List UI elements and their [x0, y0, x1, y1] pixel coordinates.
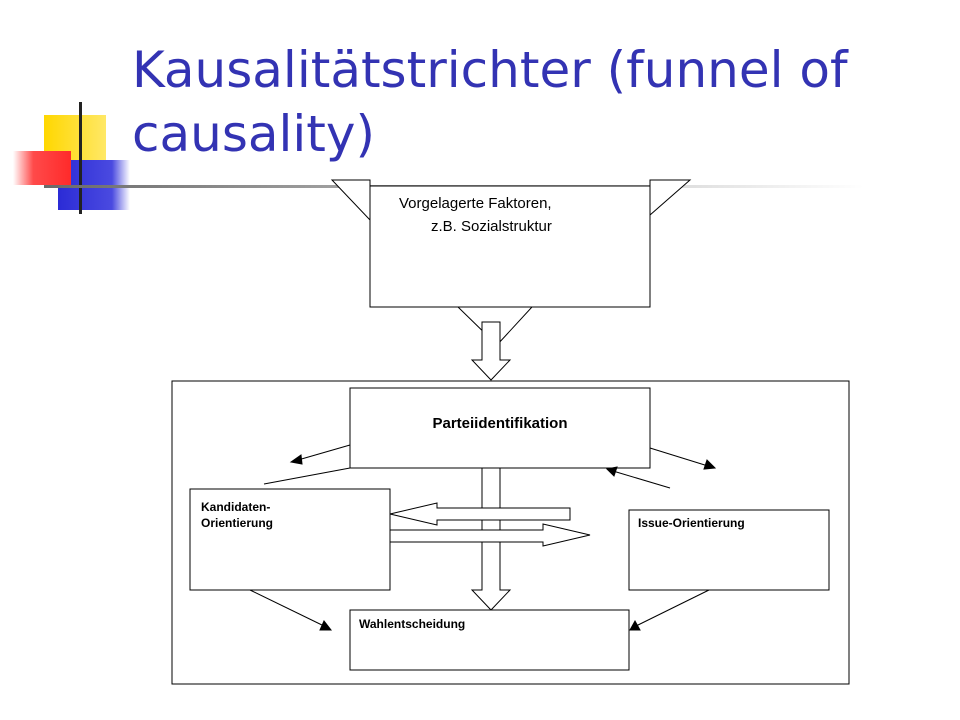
arrow-candidate-to-vote-head [319, 620, 333, 631]
arrow-candidate-to-vote [249, 589, 325, 627]
funnel-top-right [649, 179, 692, 217]
arrow-party-right [649, 447, 709, 467]
top-down-arrow [470, 321, 512, 381]
title-line-2: causality) [132, 105, 375, 163]
party-id-box [349, 387, 651, 469]
outer-frame [171, 380, 850, 685]
issue-box [628, 509, 830, 591]
top-box-line-2: z.B. Sozialstruktur [431, 218, 552, 235]
issue-label: Issue-Orientierung [638, 516, 745, 530]
vote-label: Wahlentscheidung [359, 617, 465, 631]
candidate-box [189, 488, 391, 591]
slide-title: Kausalitätstrichter (funnel of causality… [132, 38, 932, 166]
arrow-issue-to-vote-head [629, 619, 641, 631]
arrow-issue-to-party [612, 470, 671, 489]
top-factors-box [369, 185, 651, 308]
party-id-label: Parteiidentifikation [432, 415, 567, 432]
candidate-label-line-2: Orientierung [201, 516, 273, 530]
top-box-line-1: Vorgelagerte Faktoren, [399, 195, 552, 212]
funnel-top-left [330, 179, 371, 222]
arrow-party-left-head [289, 454, 303, 465]
title-line-1: Kausalitätstrichter (funnel of [132, 41, 848, 99]
vote-box [349, 609, 630, 671]
arrow-issue-to-vote [635, 589, 710, 627]
thin-arrows [249, 444, 717, 631]
deco-vertical-line [79, 102, 82, 214]
arrow-party-left [297, 444, 351, 461]
arrow-issue-to-party-head [605, 466, 618, 477]
candidate-label-line-1: Kandidaten- [201, 500, 270, 514]
arrow-to-issue [389, 523, 591, 547]
arrow-party-right-head [703, 459, 717, 470]
arrow-party-left-lower [263, 467, 351, 485]
arrow-to-candidate [389, 502, 571, 526]
deco-red-square [13, 151, 71, 185]
